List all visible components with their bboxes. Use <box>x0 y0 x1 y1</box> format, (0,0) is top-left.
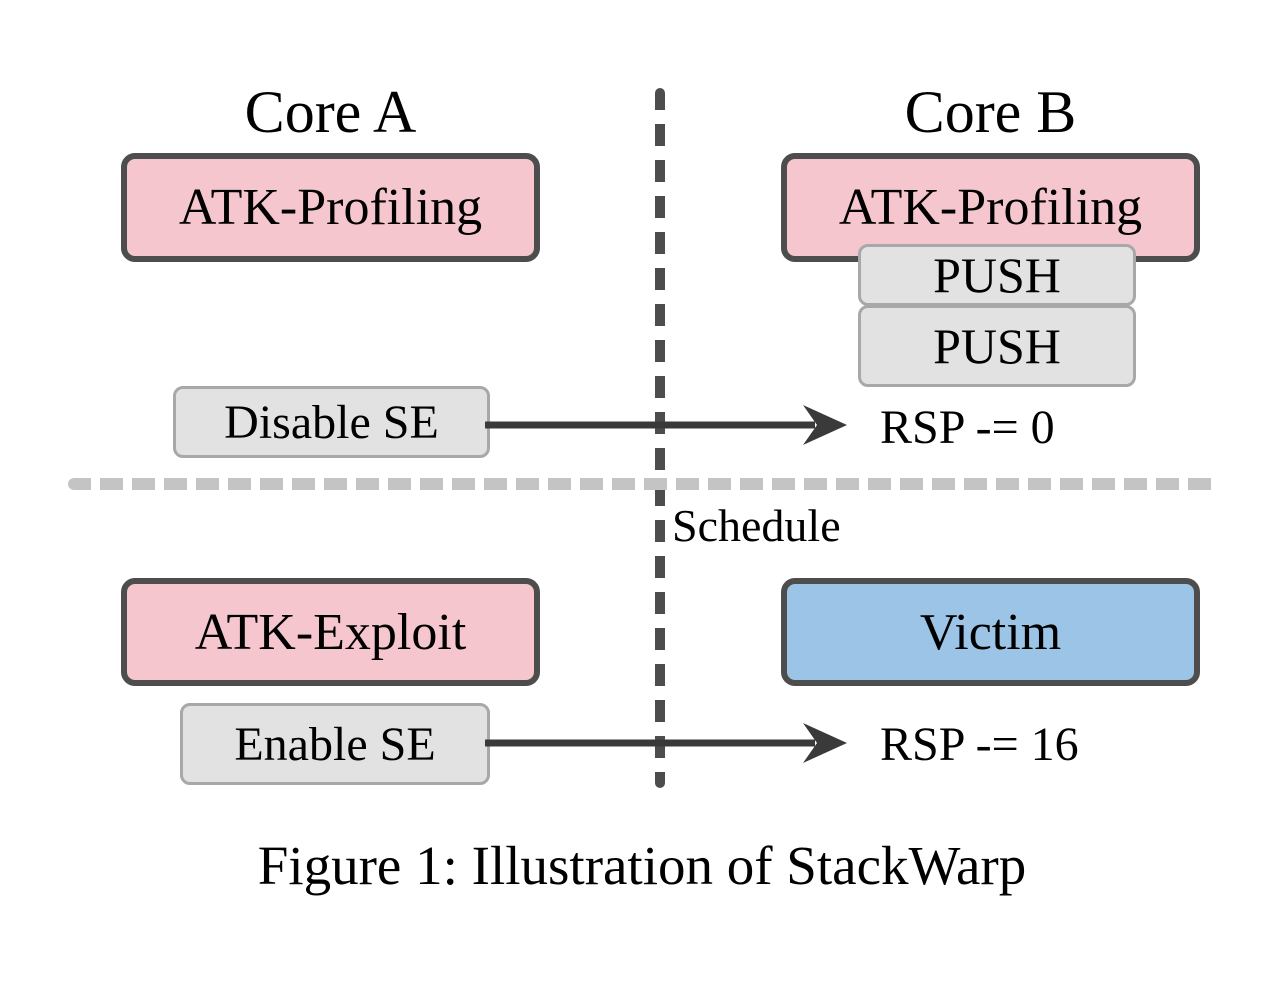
rsp-annotation-exploit: RSP -= 16 <box>880 718 1079 771</box>
action-box-disable-se: Disable SE <box>173 386 490 458</box>
core-a-heading: Core A <box>244 79 417 145</box>
schedule-arrow-exploit <box>485 723 847 763</box>
action-box-enable-se: Enable SE <box>180 703 490 785</box>
rsp-annotation-profiling: RSP -= 0 <box>880 401 1055 454</box>
schedule-boundary-divider <box>68 478 1216 490</box>
process-box-atk-profiling-core-a: ATK-Profiling <box>121 153 540 262</box>
process-box-atk-profiling-core-b: ATK-Profiling <box>781 153 1200 262</box>
schedule-label: Schedule <box>672 500 841 551</box>
schedule-arrow-profiling <box>485 405 847 445</box>
stack-op-box-push-1: PUSH <box>858 244 1136 306</box>
core-b-heading: Core B <box>904 79 1077 145</box>
figure-caption: Figure 1: Illustration of StackWarp <box>257 835 1027 896</box>
core-boundary-divider <box>655 88 665 788</box>
process-box-victim-core-b: Victim <box>781 578 1200 686</box>
stack-op-box-push-2: PUSH <box>858 305 1136 387</box>
process-box-atk-exploit-core-a: ATK-Exploit <box>121 578 540 686</box>
